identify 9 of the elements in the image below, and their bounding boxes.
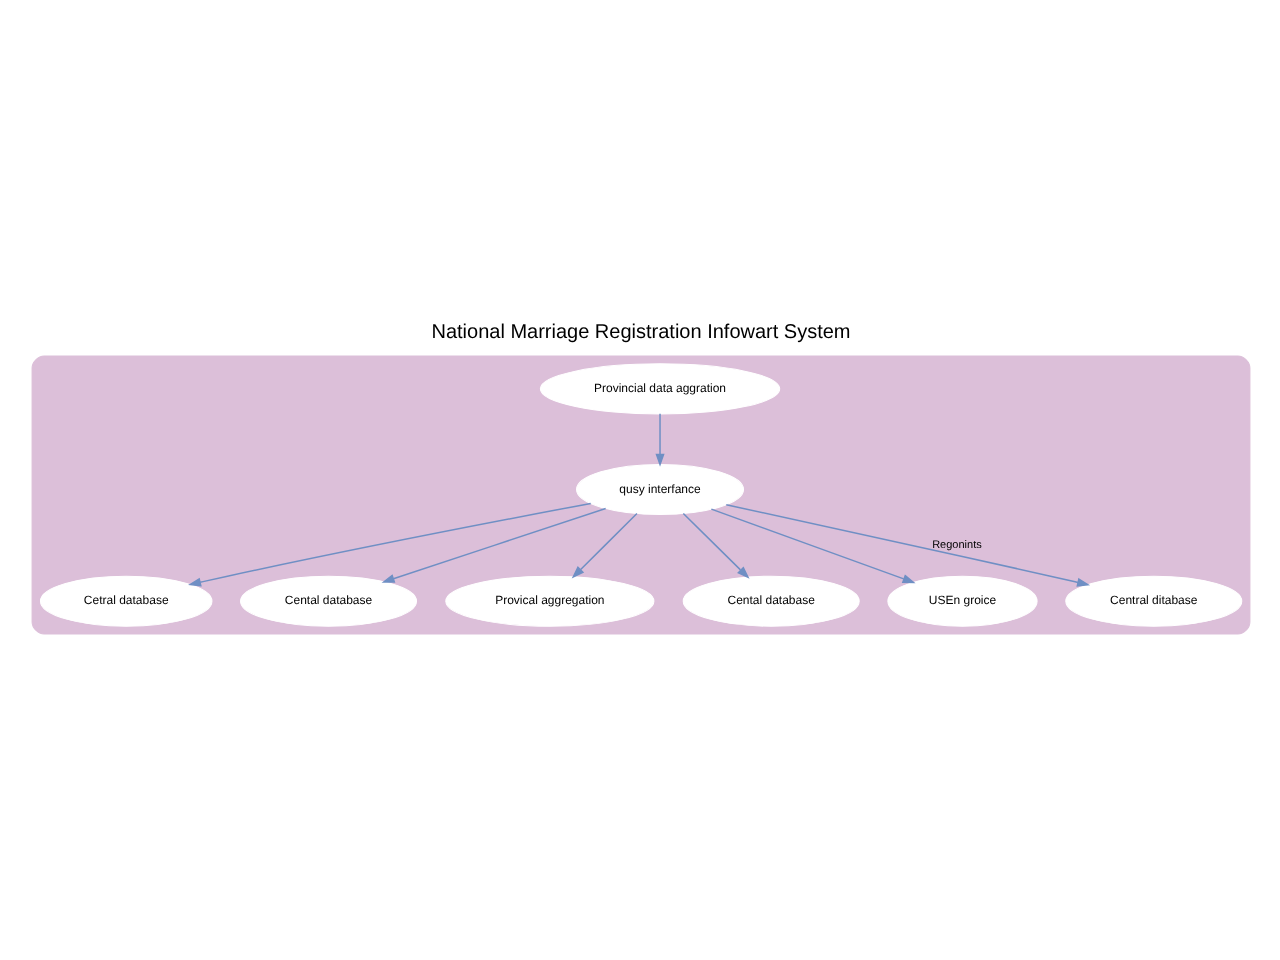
arrow (681, 512, 749, 579)
arrow (380, 507, 606, 583)
cluster (30, 355, 1250, 635)
arrow (187, 502, 591, 587)
arrow (709, 508, 915, 584)
arrow (570, 512, 637, 579)
arrow (654, 413, 664, 467)
arrow (724, 504, 1090, 587)
diagram-title: National Marriage Registration Infowart System (430, 322, 850, 345)
